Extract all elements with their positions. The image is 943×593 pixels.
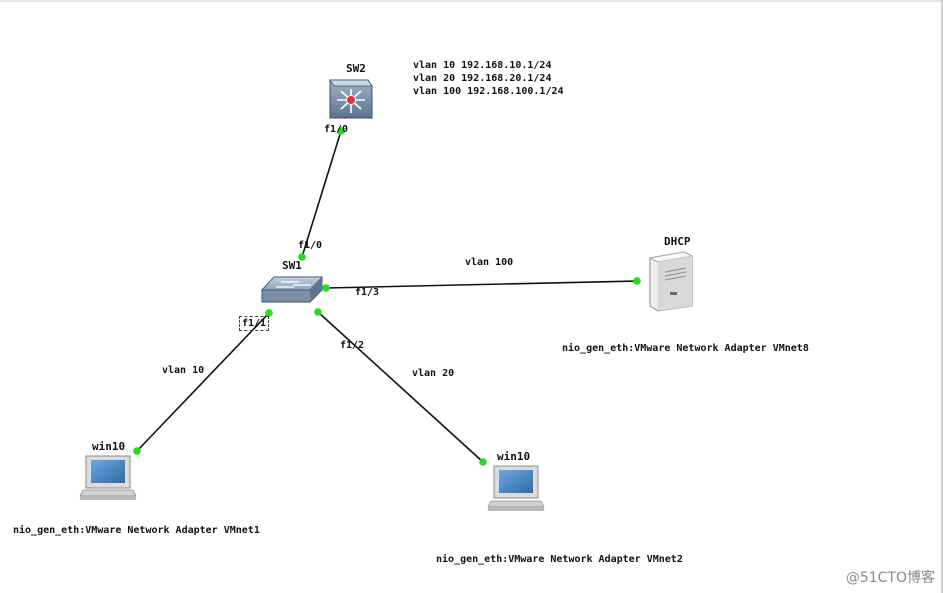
link-status-dot: [322, 284, 330, 292]
port-label: f1/2: [340, 340, 365, 351]
port-label: f1/0: [298, 240, 323, 251]
vlan-note[interactable]: vlan 10 192.168.10.1/24: [413, 60, 552, 71]
link-sw1-win10-right[interactable]: [317, 311, 484, 463]
link-status-dot: [265, 309, 273, 317]
link-label-vlan20[interactable]: vlan 20: [412, 368, 455, 379]
switch-icon[interactable]: [261, 276, 323, 303]
port-label-selected[interactable]: f1/1: [239, 316, 270, 331]
node-label-sw1[interactable]: SW1: [282, 259, 302, 272]
workstation-icon[interactable]: [79, 455, 137, 500]
port-label: f1/3: [355, 287, 380, 298]
link-status-dot: [479, 458, 487, 466]
link-status-dot: [133, 447, 141, 455]
adapter-note-win10-right[interactable]: nio_gen_eth:VMware Network Adapter VMnet…: [436, 554, 683, 565]
link-status-dot: [298, 253, 306, 261]
node-label-win10-right[interactable]: win10: [497, 450, 531, 463]
server-icon[interactable]: [648, 251, 694, 312]
node-label-dhcp[interactable]: DHCP: [664, 235, 691, 248]
adapter-note-dhcp[interactable]: nio_gen_eth:VMware Network Adapter VMnet…: [562, 343, 809, 354]
node-label-sw2[interactable]: SW2: [346, 62, 366, 75]
canvas-top-border: [0, 0, 943, 2]
link-status-dot: [633, 277, 641, 285]
link-sw1-dhcp[interactable]: [325, 280, 638, 289]
vlan-note[interactable]: vlan 100 192.168.100.1/24: [413, 86, 564, 97]
adapter-note-win10-left[interactable]: nio_gen_eth:VMware Network Adapter VMnet…: [13, 525, 260, 536]
workstation-icon[interactable]: [487, 465, 545, 511]
link-status-dot: [337, 127, 345, 135]
link-sw1-win10-left[interactable]: [136, 312, 270, 452]
link-label-vlan100[interactable]: vlan 100: [465, 257, 514, 268]
watermark: @51CTO博客: [845, 570, 935, 586]
multilayer-switch-icon[interactable]: [329, 79, 373, 119]
link-status-dot: [314, 308, 322, 316]
port-label: f1/0: [324, 124, 349, 135]
node-label-win10-left[interactable]: win10: [92, 440, 126, 453]
vlan-note[interactable]: vlan 20 192.168.20.1/24: [413, 73, 552, 84]
link-sw2-sw1[interactable]: [301, 130, 342, 258]
canvas-right-border: [941, 0, 943, 593]
link-label-vlan10[interactable]: vlan 10: [162, 365, 205, 376]
